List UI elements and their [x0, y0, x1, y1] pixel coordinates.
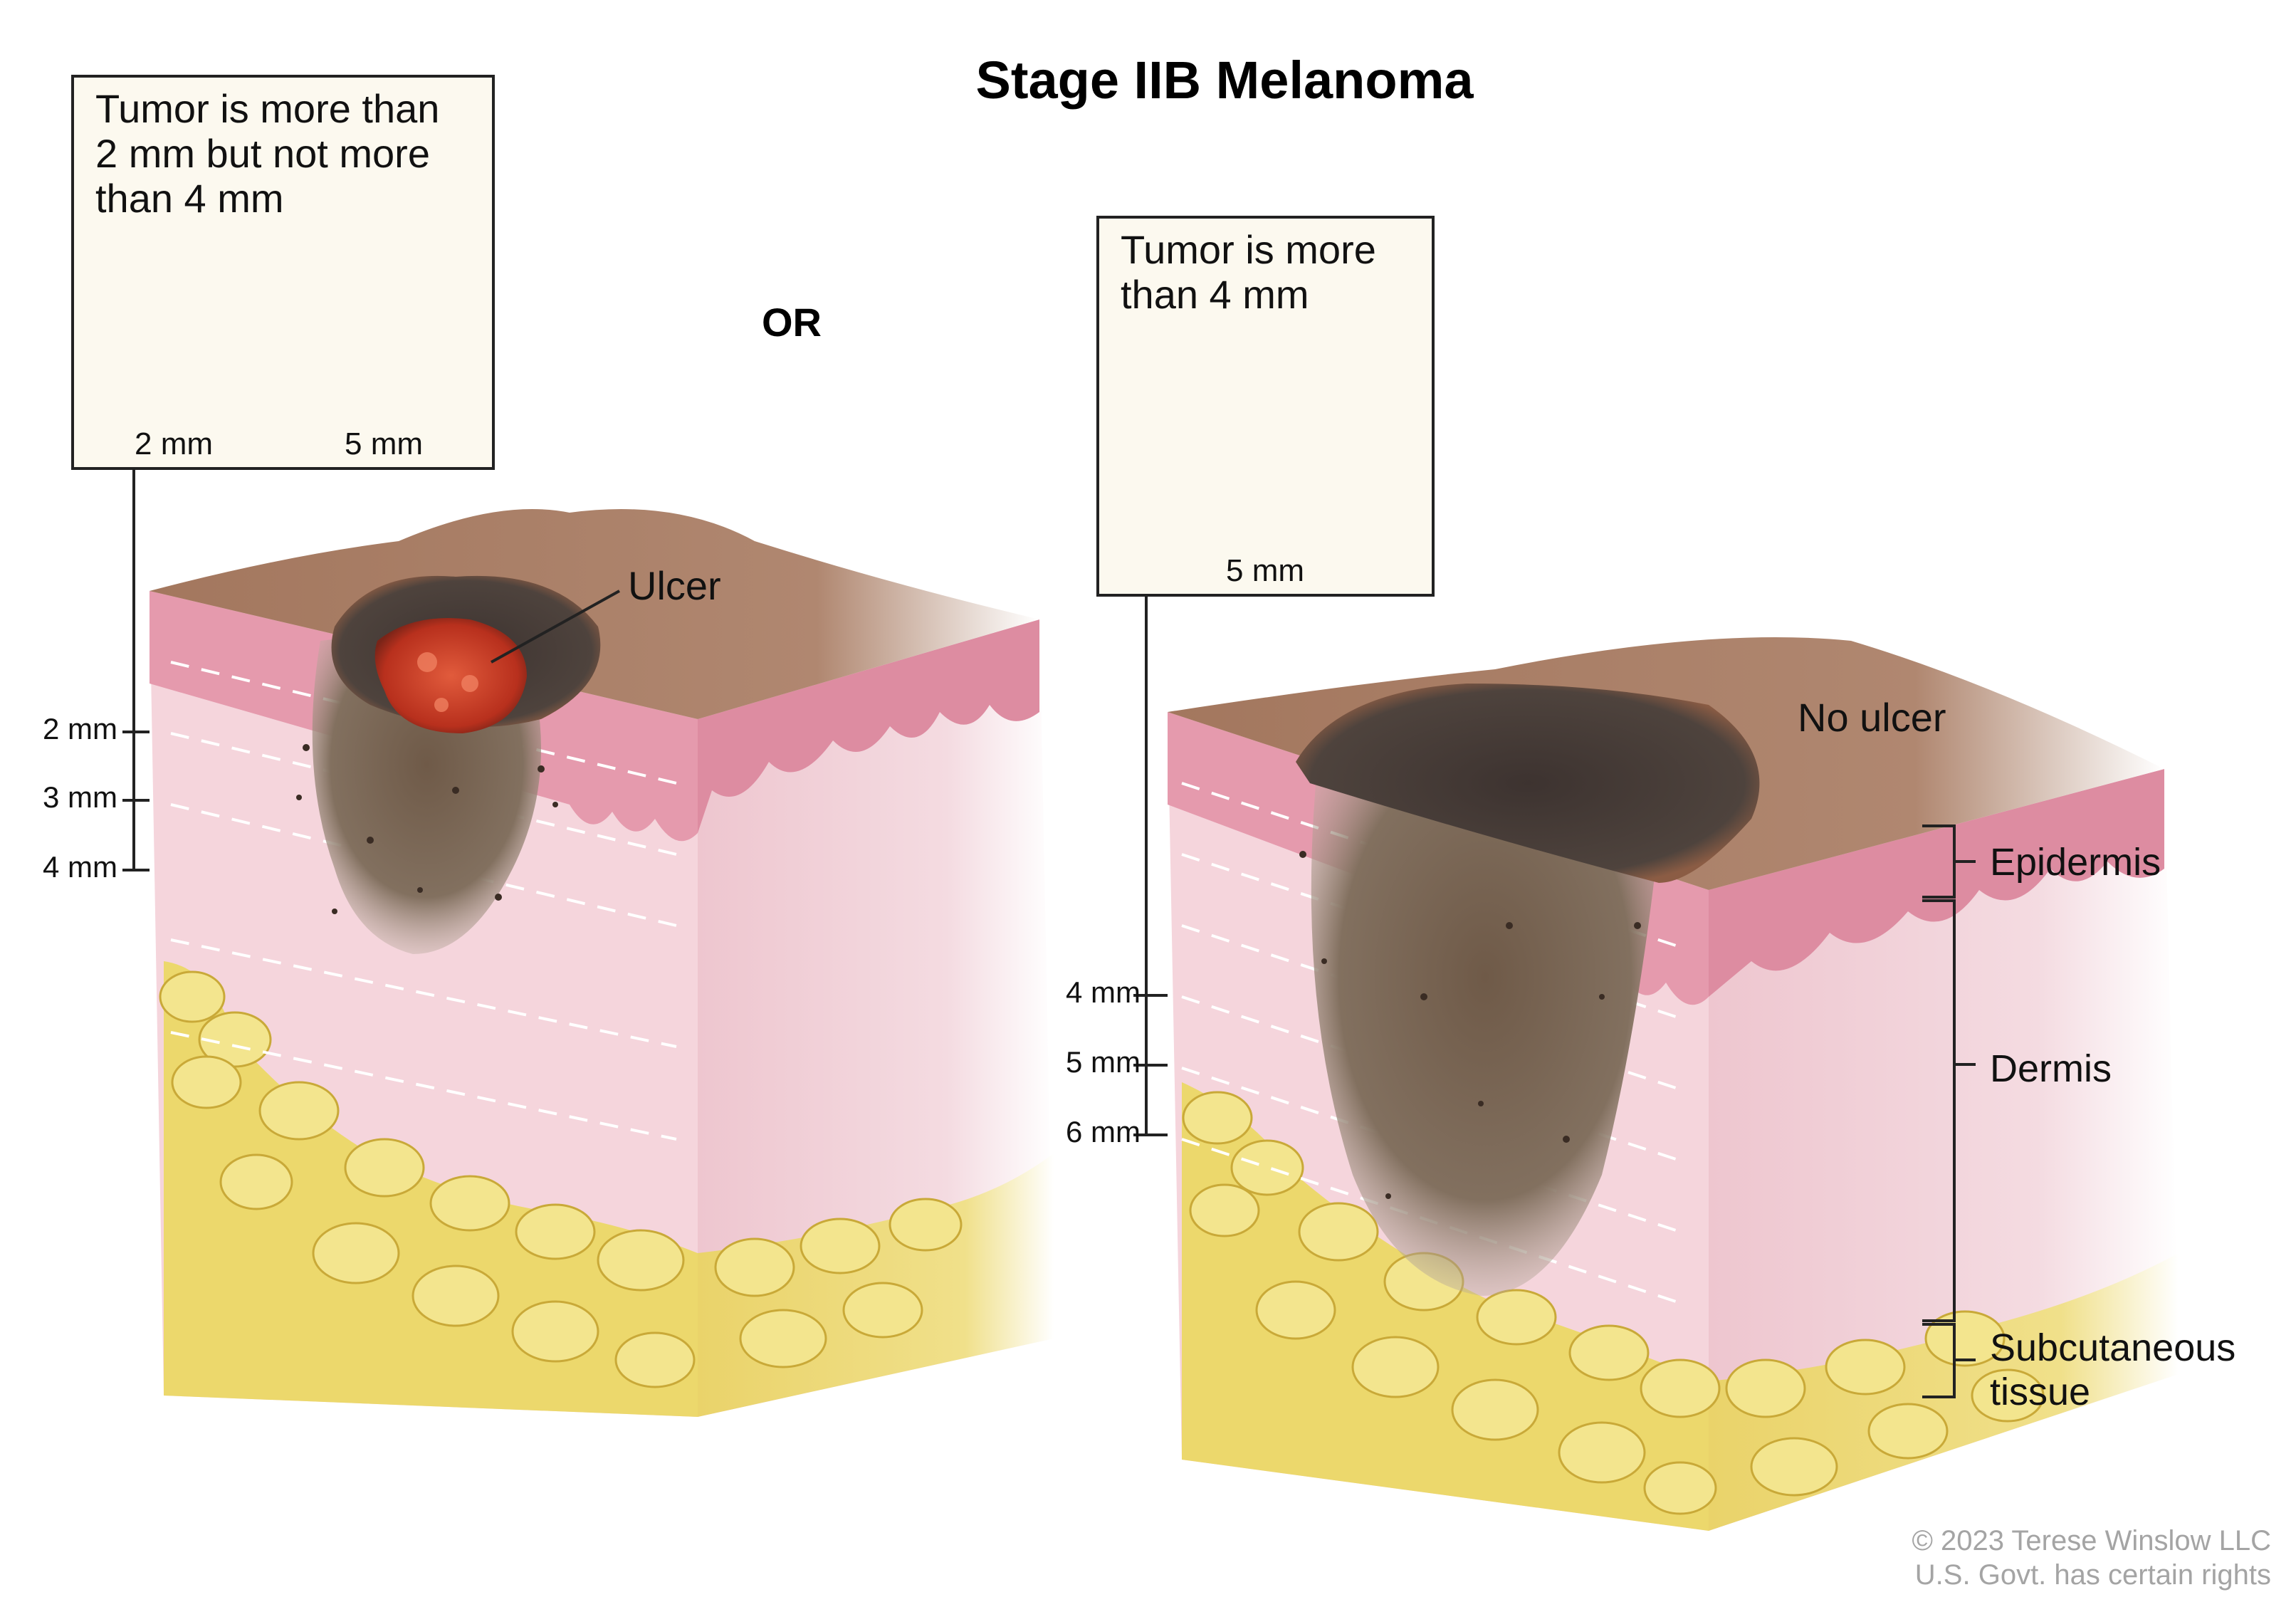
left-callout-box: Tumor is more than 2 mm but not more tha… — [71, 75, 495, 470]
copyright-line-2: U.S. Govt. has certain rights — [1914, 1559, 2271, 1591]
left-connectors — [122, 466, 620, 871]
epidermis-label: Epidermis — [1990, 841, 2161, 884]
left-depth-label: 2 mm — [43, 712, 117, 745]
dermis-label: Dermis — [1990, 1047, 2112, 1090]
eraser-size-label-right: 5 mm — [1226, 553, 1304, 588]
right-callout-text: Tumor is more than 4 mm — [1121, 227, 1376, 317]
figure-title: Stage IIB Melanoma — [975, 51, 1474, 110]
right-skin-block — [1168, 637, 2179, 1531]
or-label: OR — [762, 300, 822, 345]
right-connectors — [1133, 591, 1976, 1398]
crayon-size-label: 2 mm — [135, 426, 213, 461]
ulcer-label: Ulcer — [628, 563, 721, 608]
eraser-size-label: 5 mm — [345, 426, 423, 461]
right-depth-label: 5 mm — [1066, 1045, 1141, 1079]
copyright-line-1: © 2023 Terese Winslow LLC — [1912, 1525, 2271, 1556]
right-depth-label: 6 mm — [1066, 1115, 1141, 1148]
left-skin-block — [150, 509, 1054, 1417]
left-callout-text: Tumor is more than 2 mm but not more tha… — [95, 86, 440, 221]
copyright-notice: © 2023 Terese Winslow LLC U.S. Govt. has… — [1872, 1524, 2271, 1592]
no-ulcer-label: No ulcer — [1798, 695, 1946, 740]
right-callout-box: Tumor is more than 4 mm 5 mm — [1096, 216, 1435, 597]
left-depth-label: 4 mm — [43, 850, 117, 884]
subcutaneous-tissue-label: Subcutaneous tissue — [1990, 1326, 2236, 1413]
left-depth-label: 3 mm — [43, 780, 117, 814]
right-depth-label: 4 mm — [1066, 975, 1141, 1009]
